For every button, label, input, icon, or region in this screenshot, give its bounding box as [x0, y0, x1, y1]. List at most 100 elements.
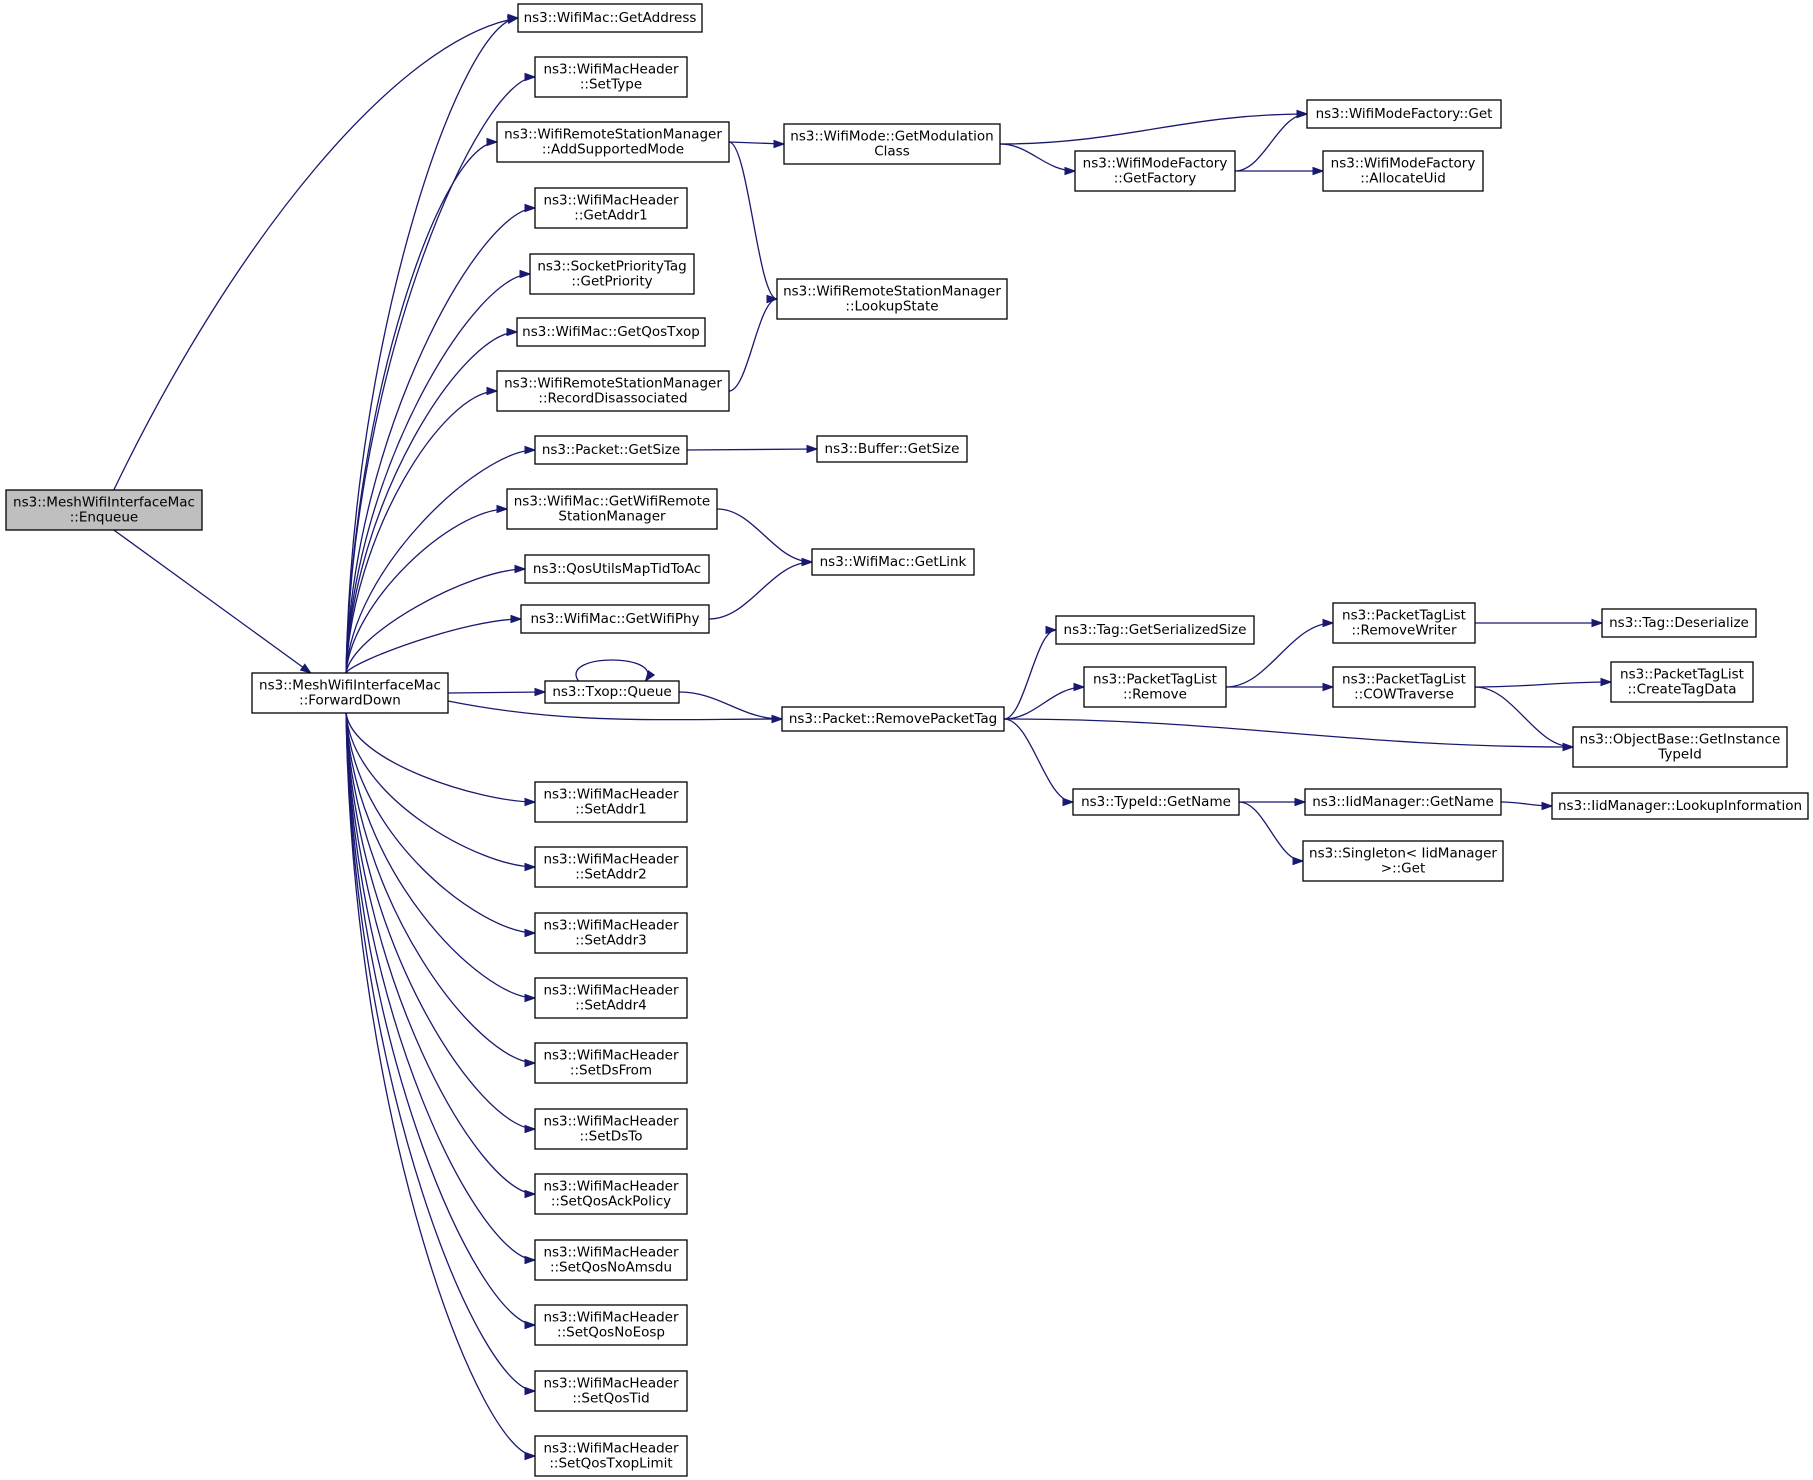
node-label: ns3::WifiRemoteStationManager [504, 376, 722, 392]
node-getwifiremote[interactable]: ns3::WifiMac::GetWifiRemoteStationManage… [506, 488, 718, 530]
node-getpriority[interactable]: ns3::SocketPriorityTag::GetPriority [529, 253, 695, 295]
node-label: ns3::WifiMacHeader [543, 983, 679, 999]
call-edge [1234, 109, 1309, 172]
node-setaddr3[interactable]: ns3::WifiMacHeader::SetAddr3 [534, 912, 688, 954]
node-setdsto[interactable]: ns3::WifiMacHeader::SetDsTo [534, 1108, 688, 1150]
node-setqosackpolicy[interactable]: ns3::WifiMacHeader::SetQosAckPolicy [534, 1173, 688, 1215]
edge-arrowhead [1600, 677, 1613, 687]
node-setaddr2[interactable]: ns3::WifiMacHeader::SetAddr2 [534, 846, 688, 888]
node-label: ns3::Buffer::GetSize [825, 441, 960, 457]
node-packetgetsize[interactable]: ns3::Packet::GetSize [534, 435, 688, 465]
call-edge [678, 691, 784, 724]
edge-arrowhead [496, 504, 509, 514]
node-label: ::CreateTagData [1627, 682, 1736, 698]
node-settype[interactable]: ns3::WifiMacHeader::SetType [534, 56, 688, 98]
node-typeidgetname[interactable]: ns3::TypeId::GetName [1072, 788, 1240, 816]
node-enqueue[interactable]: ns3::MeshWifiInterfaceMac::Enqueue [5, 489, 203, 531]
node-label: ns3::WifiModeFactory [1083, 156, 1228, 172]
edge-arrowhead [524, 1189, 537, 1199]
call-edge [708, 557, 814, 620]
node-box [1572, 726, 1788, 768]
node-allocateuid[interactable]: ns3::WifiModeFactory::AllocateUid [1322, 150, 1484, 192]
node-setaddr1[interactable]: ns3::WifiMacHeader::SetAddr1 [534, 781, 688, 823]
node-box [1551, 792, 1809, 820]
node-label: ns3::WifiMacHeader [543, 1048, 679, 1064]
node-label: ns3::MeshWifiInterfaceMac [259, 678, 441, 694]
node-removewriter[interactable]: ns3::PacketTagList::RemoveWriter [1332, 602, 1476, 644]
call-edge [345, 504, 509, 674]
node-box [783, 123, 1001, 165]
node-box [1055, 615, 1255, 645]
node-getaddr1[interactable]: ns3::WifiMacHeader::GetAddr1 [534, 187, 688, 229]
node-lookupstate[interactable]: ns3::WifiRemoteStationManager::LookupSta… [776, 278, 1008, 320]
node-label: ::SetDsFrom [570, 1063, 652, 1079]
node-box [534, 1108, 688, 1150]
edge-arrowhead [806, 444, 819, 454]
call-edge [1225, 618, 1335, 688]
node-singletonget[interactable]: ns3::Singleton< IidManager>::Get [1302, 840, 1504, 882]
node-label: ns3::WifiRemoteStationManager [504, 127, 722, 143]
node-label: ::SetAddr2 [575, 867, 647, 883]
node-createtagdata[interactable]: ns3::PacketTagList::CreateTagData [1610, 661, 1754, 703]
node-setqostxoplimit[interactable]: ns3::WifiMacHeader::SetQosTxopLimit [534, 1435, 688, 1477]
edge-arrowhead [507, 13, 520, 23]
node-box [534, 912, 688, 954]
node-box [517, 3, 703, 33]
node-cowtraverse[interactable]: ns3::PacketTagList::COWTraverse [1332, 666, 1476, 708]
node-buffergetsize[interactable]: ns3::Buffer::GetSize [816, 435, 968, 463]
node-getwifiphy[interactable]: ns3::WifiMac::GetWifiPhy [520, 604, 710, 634]
node-label: ns3::WifiMacHeader [543, 1245, 679, 1261]
call-edge [345, 712, 537, 1199]
node-setdsfrom[interactable]: ns3::WifiMacHeader::SetDsFrom [534, 1042, 688, 1084]
node-getfactory[interactable]: ns3::WifiModeFactory::GetFactory [1074, 150, 1236, 192]
node-getlink[interactable]: ns3::WifiMac::GetLink [811, 548, 975, 576]
edge-arrowhead [524, 797, 537, 807]
node-recorddisassociated[interactable]: ns3::WifiRemoteStationManager::RecordDis… [496, 370, 730, 412]
node-getqostxop[interactable]: ns3::WifiMac::GetQosTxop [516, 317, 706, 347]
node-label: ns3::Packet::RemovePacketTag [789, 711, 997, 727]
node-label: ::SetQosNoEosp [557, 1325, 665, 1341]
node-box [781, 706, 1005, 732]
edge-arrowhead [766, 294, 779, 304]
node-box [816, 435, 968, 463]
node-setaddr4[interactable]: ns3::WifiMacHeader::SetAddr4 [534, 977, 688, 1019]
node-label: ns3::WifiMacHeader [543, 1441, 679, 1457]
node-label: ns3::SocketPriorityTag [537, 259, 686, 275]
node-box [1072, 788, 1240, 816]
node-label: ns3::WifiMac::GetAddress [524, 10, 697, 26]
node-tagdeserialize[interactable]: ns3::Tag::Deserialize [1601, 608, 1757, 638]
node-ptlremove[interactable]: ns3::PacketTagList::Remove [1083, 666, 1227, 708]
edge-arrowhead [534, 687, 547, 697]
node-setqostid[interactable]: ns3::WifiMacHeader::SetQosTid [534, 1370, 688, 1412]
edge-arrowhead [524, 1386, 537, 1396]
node-qosutils[interactable]: ns3::QosUtilsMapTidToAc [524, 554, 710, 584]
node-tagserializedsize[interactable]: ns3::Tag::GetSerializedSize [1055, 615, 1255, 645]
node-forwarddown[interactable]: ns3::MeshWifiInterfaceMac::ForwardDown [251, 672, 449, 714]
node-box [534, 1435, 688, 1477]
node-label: ns3::Packet::GetSize [542, 442, 680, 458]
call-edge [1475, 618, 1604, 628]
node-setqosnoamsdu[interactable]: ns3::WifiMacHeader::SetQosNoAmsdu [534, 1239, 688, 1281]
edge-arrowhead [524, 445, 537, 455]
node-box [534, 781, 688, 823]
node-setqosnoeosp[interactable]: ns3::WifiMacHeader::SetQosNoEosp [534, 1304, 688, 1346]
node-iidgetname[interactable]: ns3::IidManager::GetName [1304, 788, 1502, 816]
edge-arrowhead [524, 1320, 537, 1330]
node-modefactoryget[interactable]: ns3::WifiModeFactory::Get [1306, 99, 1502, 129]
node-box [1306, 99, 1502, 129]
node-box [516, 317, 706, 347]
node-lookupinformation[interactable]: ns3::IidManager::LookupInformation [1551, 792, 1809, 820]
edge-arrowhead [506, 327, 519, 337]
edge-arrowhead [1312, 166, 1325, 176]
node-txopqueue[interactable]: ns3::Txop::Queue [544, 680, 680, 704]
node-addsupportedmode[interactable]: ns3::WifiRemoteStationManager::AddSuppor… [496, 121, 730, 163]
node-removepackettag[interactable]: ns3::Packet::RemovePacketTag [781, 706, 1005, 732]
edge-arrowhead [524, 72, 537, 82]
node-label: ::SetQosNoAmsdu [550, 1260, 672, 1276]
node-getaddress[interactable]: ns3::WifiMac::GetAddress [517, 3, 703, 33]
node-label: ns3::WifiMac::GetLink [820, 554, 967, 570]
edge-arrowhead [1073, 682, 1086, 692]
node-box [1601, 608, 1757, 638]
